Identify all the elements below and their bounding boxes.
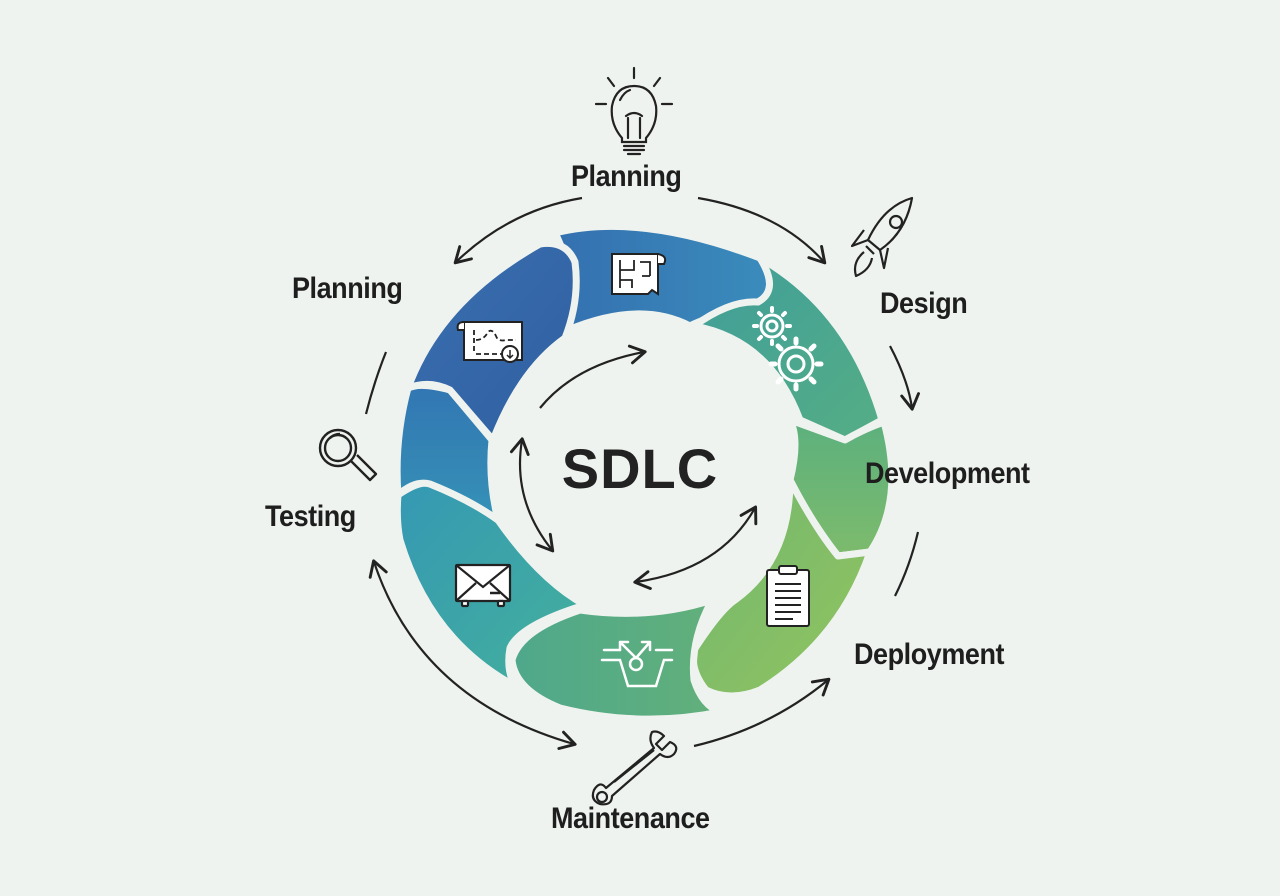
label-planning-left: Planning xyxy=(292,272,403,305)
rocket-icon xyxy=(850,196,914,278)
inner-arrow-top xyxy=(539,344,647,409)
label-deployment: Deployment xyxy=(854,638,1005,671)
inner-arrows xyxy=(510,344,758,590)
label-design: Design xyxy=(880,287,968,320)
envelope-icon xyxy=(454,563,512,608)
clipboard-icon xyxy=(766,565,810,627)
blueprint-icon xyxy=(611,253,667,296)
label-maintenance: Maintenance xyxy=(551,802,710,835)
arrow-design-to-development xyxy=(889,345,920,411)
inner-arrow-left xyxy=(510,437,555,553)
wrench-icon xyxy=(591,730,678,806)
label-planning-top: Planning xyxy=(571,160,682,193)
label-development: Development xyxy=(865,457,1030,490)
arc-development-deployment xyxy=(894,531,920,597)
center-title: SDLC xyxy=(561,437,719,500)
arrow-testing-maintenance xyxy=(368,559,577,750)
chart-document-icon xyxy=(456,321,523,363)
inner-arrow-right xyxy=(633,505,758,590)
arrow-deployment-to-maintenance xyxy=(693,677,831,748)
outer-arrows xyxy=(364,196,920,750)
arrow-planning-to-design xyxy=(697,196,827,265)
gears-icon xyxy=(752,306,824,392)
magnifier-icon xyxy=(318,428,378,482)
arrow-planning-to-planning xyxy=(453,196,583,265)
arc-planning-testing xyxy=(364,351,388,415)
network-node-icon xyxy=(600,640,674,688)
lightbulb-icon xyxy=(594,66,674,156)
label-testing: Testing xyxy=(265,500,356,533)
